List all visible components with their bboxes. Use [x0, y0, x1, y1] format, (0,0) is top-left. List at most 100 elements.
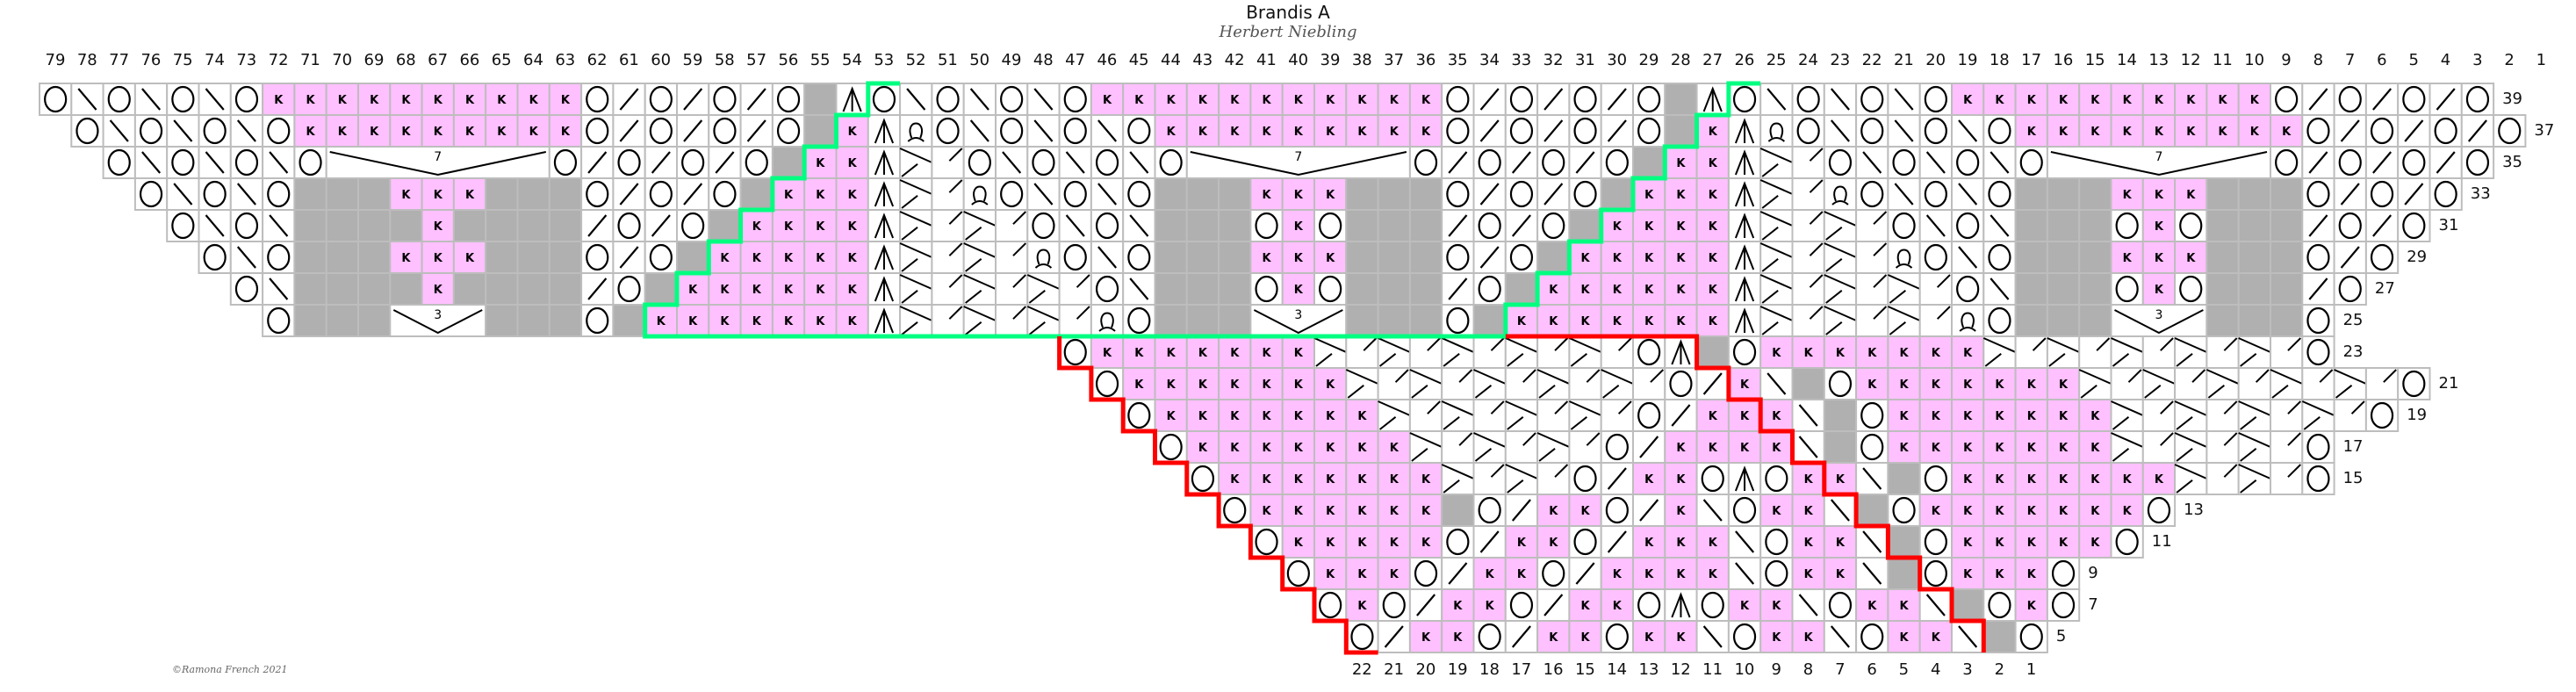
- svg-text:K: K: [401, 252, 411, 265]
- svg-text:K: K: [2123, 505, 2133, 518]
- column-label: 38: [1351, 51, 1372, 69]
- svg-text:K: K: [1772, 631, 1781, 645]
- stitch-cell: [899, 114, 933, 148]
- stitch-cell: [1855, 83, 1889, 116]
- stitch-cell: [2301, 177, 2335, 211]
- stitch-cell: [1090, 367, 1125, 400]
- svg-text:K: K: [1676, 315, 1686, 328]
- svg-text:K: K: [2155, 284, 2164, 297]
- column-label: 37: [1384, 51, 1405, 69]
- stitch-cell: K: [2014, 367, 2048, 400]
- stitch-cell: [1951, 272, 1985, 306]
- svg-text:K: K: [1263, 410, 1272, 423]
- svg-text:K: K: [1581, 600, 1591, 613]
- stitch-cell: [1058, 241, 1092, 274]
- stitch-cell: K: [1313, 525, 1348, 559]
- stitch-cell: [2014, 177, 2048, 211]
- column-label: 51: [937, 51, 958, 69]
- column-label: 7: [2344, 51, 2356, 69]
- stitch-cell: [293, 209, 327, 242]
- stitch-cell: K: [1887, 367, 1921, 400]
- stitch-cell: K: [1281, 177, 1315, 211]
- stitch-cell: K: [2141, 83, 2177, 116]
- svg-text:K: K: [1167, 126, 1176, 139]
- stitch-cell: [1632, 430, 1666, 464]
- stitch-cell: [2301, 83, 2335, 116]
- bottom-column-label: 2: [1994, 660, 2005, 679]
- svg-text:K: K: [1932, 505, 1941, 518]
- stitch-cell: K: [1951, 83, 1985, 116]
- svg-text:K: K: [1198, 126, 1208, 139]
- column-label: 65: [491, 51, 512, 69]
- stitch-cell: [1695, 83, 1730, 116]
- stitch-cell: [1600, 114, 1634, 148]
- stitch-cell: [2333, 209, 2367, 242]
- stitch-cell: [293, 146, 327, 179]
- stitch-cell: K: [1249, 177, 1284, 211]
- stitch-cell: [1918, 83, 1953, 116]
- row-number-label: 37: [2534, 121, 2555, 140]
- stitch-cell: K: [325, 114, 360, 148]
- stitch-cell: [548, 146, 583, 179]
- region-outline: [643, 81, 1601, 339]
- row-number-label: 35: [2502, 153, 2522, 171]
- svg-text:K: K: [1390, 442, 1400, 455]
- stitch-cell: K: [1345, 114, 1379, 148]
- stitch-cell: [1632, 335, 1666, 369]
- stitch-cell: K: [1664, 430, 1698, 464]
- stitch-cell: [612, 241, 646, 274]
- stitch-cell: [739, 114, 774, 148]
- stitch-cell: [1185, 272, 1220, 306]
- svg-text:K: K: [1613, 315, 1623, 328]
- stitch-cell: K: [2110, 83, 2144, 116]
- stitch-cell: [1472, 114, 1507, 148]
- stitch-cell: [1600, 177, 1634, 211]
- stitch-cell: [1568, 146, 1602, 179]
- stitch-cell: [293, 272, 327, 306]
- decrease-bracket-3: 3: [389, 304, 487, 337]
- stitch-cell: [2270, 209, 2304, 242]
- stitch-cell: K: [1727, 399, 1762, 432]
- svg-text:K: K: [2155, 94, 2164, 107]
- stitch-cell: K: [1249, 83, 1284, 116]
- stitch-cell: [1855, 114, 1889, 148]
- stitch-cell: K: [1218, 335, 1252, 369]
- svg-text:K: K: [2155, 473, 2164, 487]
- svg-text:K: K: [434, 284, 443, 297]
- svg-text:K: K: [1294, 94, 1304, 107]
- svg-text:K: K: [561, 94, 571, 107]
- stitch-cell: K: [1313, 83, 1348, 116]
- stitch-cell: [1855, 177, 1889, 211]
- svg-text:K: K: [465, 252, 475, 265]
- stitch-cell: K: [1600, 241, 1634, 274]
- stitch-cell: [1727, 557, 1762, 590]
- stitch-cell: K: [293, 83, 327, 116]
- stitch-cell: K: [1568, 620, 1602, 653]
- stitch-cell: [1918, 462, 1953, 495]
- column-label: 22: [1861, 51, 1882, 69]
- stitch-cell: [676, 209, 710, 242]
- stitch-cell: [1058, 146, 1092, 179]
- stitch-cell: [867, 304, 902, 337]
- stitch-cell: [357, 177, 392, 211]
- svg-text:K: K: [1326, 126, 1335, 139]
- stitch-cell: K: [2141, 209, 2177, 242]
- stitch-cell: [2397, 114, 2431, 148]
- svg-text:K: K: [1900, 442, 1910, 455]
- stitch-cell: [931, 146, 965, 179]
- stitch-cell: [325, 304, 360, 337]
- stitch-cell: K: [1345, 588, 1379, 622]
- stitch-cell: [2364, 114, 2400, 148]
- stitch-cell: K: [1408, 83, 1443, 116]
- svg-text:K: K: [848, 284, 858, 297]
- stitch-cell: [166, 114, 200, 148]
- stitch-cell: [1791, 114, 1825, 148]
- stitch-cell: [1918, 146, 1953, 179]
- stitch-cell: [1727, 177, 1762, 211]
- stitch-cell: [229, 146, 264, 179]
- svg-text:K: K: [1644, 252, 1654, 265]
- stitch-cell: [293, 304, 327, 337]
- column-label: 3: [2472, 51, 2483, 69]
- svg-text:K: K: [1263, 442, 1272, 455]
- stitch-cell: [229, 272, 264, 306]
